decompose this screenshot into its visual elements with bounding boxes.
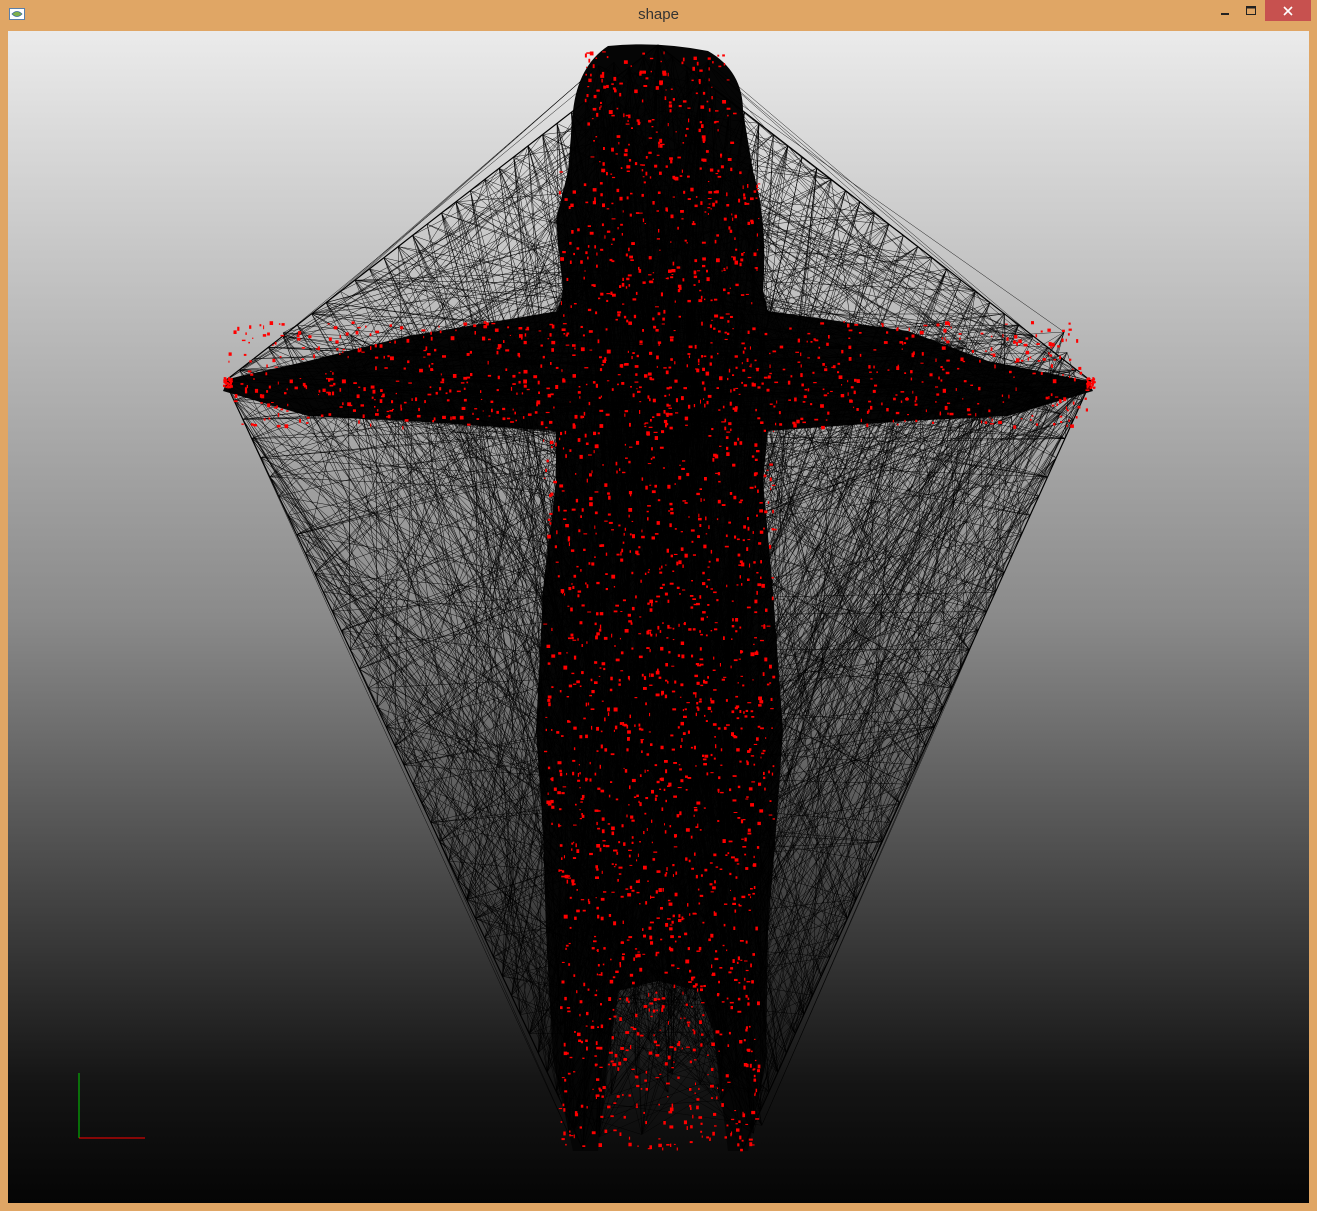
qt-app-icon: [9, 8, 25, 20]
maximize-icon: [1246, 5, 1256, 15]
close-button[interactable]: [1265, 0, 1311, 21]
3d-viewport[interactable]: [8, 31, 1309, 1203]
maximize-button[interactable]: [1238, 0, 1264, 21]
window-title: shape: [638, 6, 679, 23]
mesh-vertices: [223, 51, 1096, 1152]
minimize-icon: [1221, 12, 1229, 15]
close-icon: [1283, 5, 1293, 16]
minimize-button[interactable]: [1212, 0, 1238, 21]
title-bar[interactable]: shape: [0, 0, 1317, 30]
axis-indicator: [78, 1073, 145, 1139]
